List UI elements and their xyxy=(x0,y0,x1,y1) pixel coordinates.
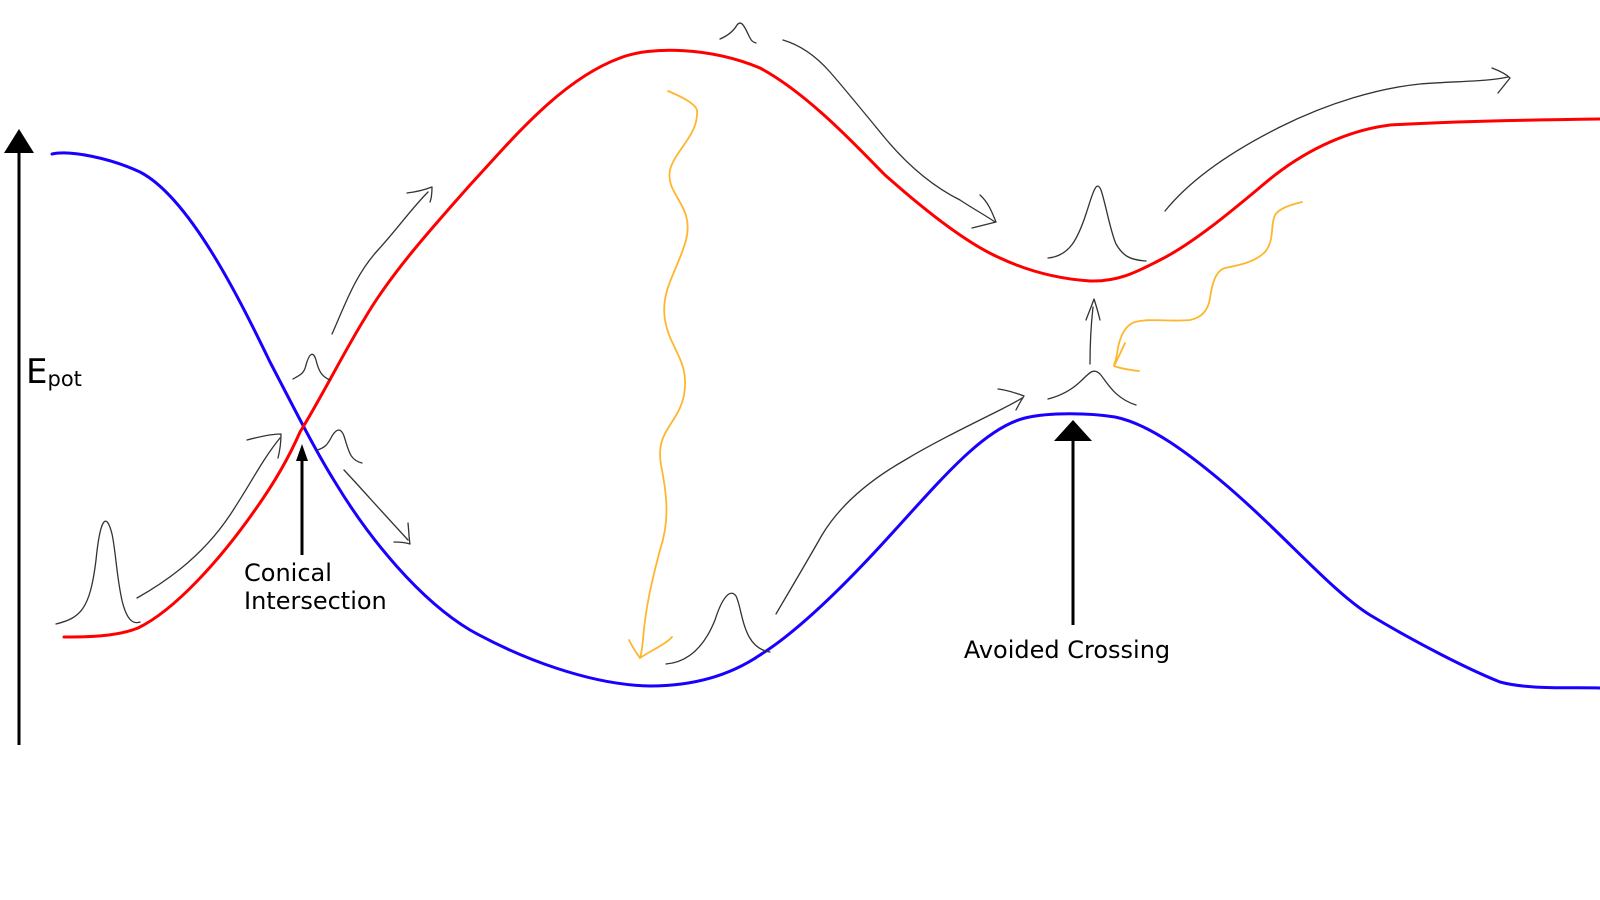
wavepacket-ci-upper xyxy=(292,353,331,381)
energy-axis: Epot xyxy=(4,129,82,745)
arrow-avoided-upward xyxy=(1089,306,1094,365)
wavepacket-upper-minimum xyxy=(1047,185,1147,262)
arrow-ci-upward xyxy=(331,191,429,335)
conical-intersection-label-line1: Conical xyxy=(244,559,332,587)
emission-wave-vertical-head xyxy=(628,636,673,659)
arrow-upper-descent-head xyxy=(971,194,997,229)
arrow-upper-exit-head xyxy=(1491,67,1511,94)
arrow-ci-upward-head xyxy=(406,186,433,203)
avoided-pointer-head xyxy=(1054,420,1092,441)
emission-wave-diagonal-head xyxy=(1113,342,1140,372)
wavepacket-ci-lower xyxy=(316,429,363,464)
conical-pointer-head xyxy=(296,444,308,461)
energy-axis-label: Epot xyxy=(26,352,82,392)
arrow-start-to-ci xyxy=(136,437,281,599)
arrow-upper-exit xyxy=(1164,76,1509,212)
energy-axis-symbol: E xyxy=(26,352,47,392)
arrow-lower-ascent xyxy=(775,397,1023,615)
energy-axis-arrowhead xyxy=(4,129,34,153)
lower-surface-curve xyxy=(50,151,1600,690)
conical-intersection-label-line2: Intersection xyxy=(244,587,387,615)
arrow-upper-descent xyxy=(782,39,996,223)
conical-intersection-pointer xyxy=(296,444,308,555)
arrow-ci-downward xyxy=(343,469,409,541)
wavepacket-top xyxy=(719,22,757,44)
upper-surface-curve xyxy=(62,48,1600,639)
wavepacket-avoided-lower xyxy=(1047,370,1137,406)
wavepacket-start xyxy=(55,520,141,625)
arrow-avoided-upward-head xyxy=(1085,298,1101,321)
emission-wave-vertical xyxy=(639,90,698,659)
emission-wave-diagonal xyxy=(1113,201,1303,366)
arrow-ci-downward-head xyxy=(393,522,411,545)
arrow-start-to-ci-head xyxy=(246,433,282,459)
arrow-lower-ascent-head xyxy=(997,388,1025,411)
wavepacket-lower-minimum xyxy=(665,592,771,665)
energy-axis-subscript: pot xyxy=(47,367,81,391)
avoided-crossing-label: Avoided Crossing xyxy=(964,636,1170,664)
avoided-crossing-pointer xyxy=(1054,420,1092,625)
